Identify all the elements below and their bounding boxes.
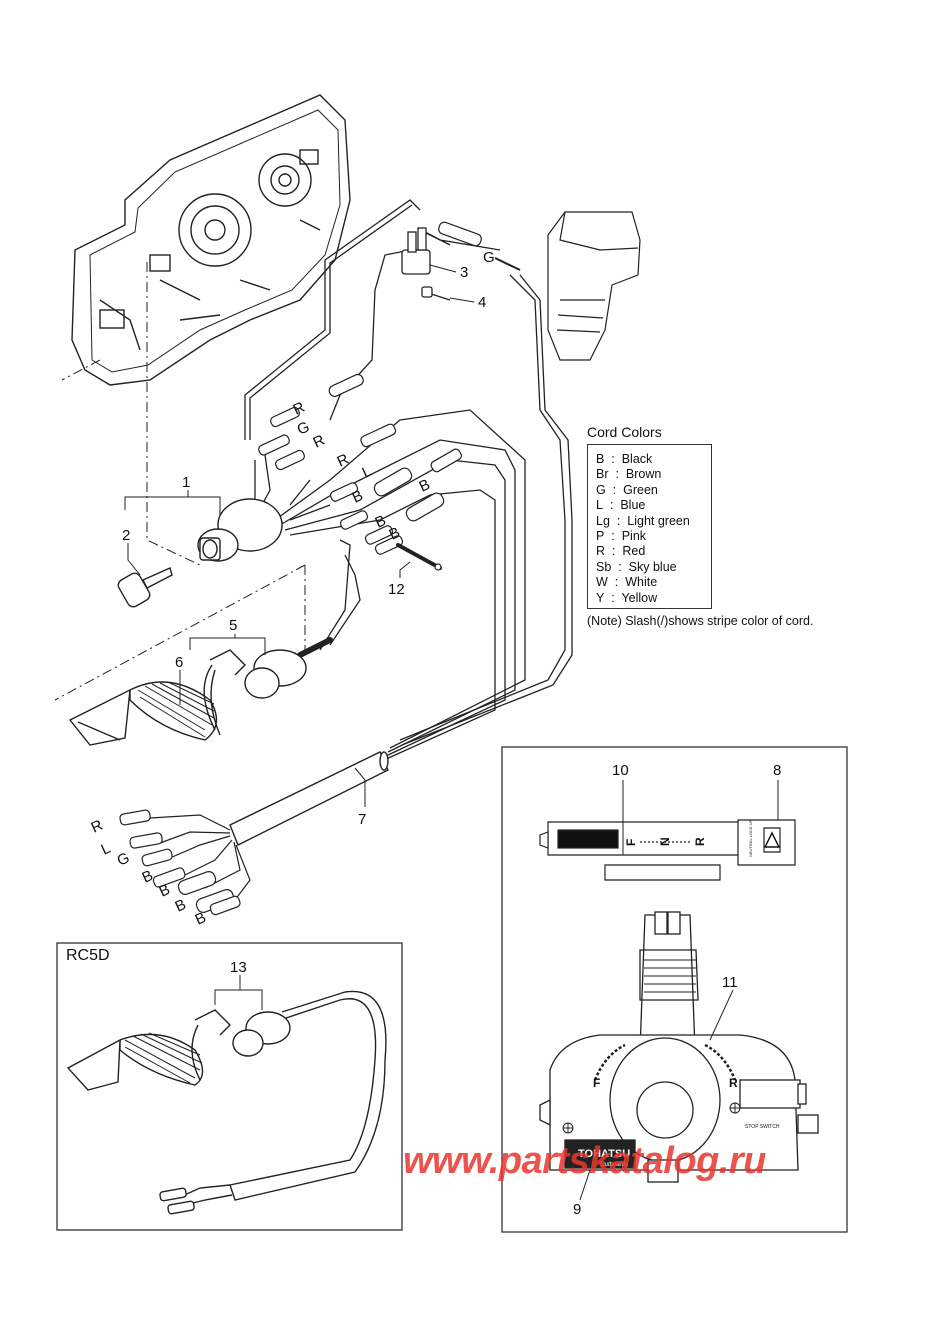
legend-note: (Note) Slash(/)shows stripe color of cor… [587, 614, 814, 628]
legend-color-name: Yellow [621, 590, 658, 605]
stop-switch-text: STOP SWITCH [745, 1124, 780, 1130]
screw-part-4 [421, 286, 451, 301]
callout-1: 1 [182, 474, 190, 491]
wire-label: L [99, 840, 114, 859]
wire-label: G [115, 849, 133, 869]
mark-r: R [693, 837, 707, 846]
legend-color-name: White [625, 575, 658, 590]
lever-arc-marks [593, 1043, 737, 1081]
legend-row: Lg : Light green [596, 513, 690, 528]
wire-color-labels: R G R R L B B B B G R L G B B B B [89, 249, 495, 929]
legend-title: Cord Colors [587, 424, 662, 440]
callout-12: 12 [388, 581, 405, 598]
callout-3: 3 [460, 264, 468, 281]
callout-5: 5 [229, 617, 237, 634]
coil-cord [137, 681, 215, 738]
inset-title: RC5D [66, 947, 110, 964]
wire-label: R [311, 432, 328, 452]
legend-row: Sb : Sky blue [596, 559, 677, 574]
legend-code: Br [596, 467, 609, 482]
tohatsu-brand: TOHATSU Outboards [578, 1148, 630, 1168]
wire-label: B [157, 881, 173, 901]
key-part-2 [117, 567, 173, 608]
callout-numbers: 1 2 3 4 5 6 7 8 9 10 11 12 13 [122, 264, 781, 1218]
legend-color-name: Light green [627, 513, 690, 528]
alignment-lines [54, 262, 306, 701]
callout-13: 13 [230, 959, 247, 976]
callout-4: 4 [478, 294, 486, 311]
legend-code: W [596, 575, 608, 590]
legend-row: L : Blue [596, 498, 646, 513]
legend-row: B : Black [596, 452, 653, 466]
brand-sub: Outboards [600, 1162, 628, 1168]
legend-color-name: Pink [621, 529, 647, 544]
lever-handle-outline [547, 211, 641, 361]
legend-row: W : White [596, 575, 658, 590]
legend-row: R : Red [596, 544, 646, 559]
legend-code: L [596, 498, 603, 513]
lever-plate-marks: F N R F R [593, 837, 738, 1090]
rc5d-lanyard-part-13 [66, 990, 387, 1215]
legend-code: G [596, 482, 606, 497]
cord-part-7 [229, 751, 389, 846]
bullet-connectors-top [258, 221, 521, 555]
legend-row: G : Green [596, 482, 658, 497]
mark-r-body: R [729, 1076, 738, 1090]
wire-label: B [140, 867, 156, 887]
callout-8: 8 [773, 762, 781, 779]
legend-code: P [596, 529, 605, 544]
callout-6: 6 [175, 654, 183, 671]
legend-code: Sb [596, 559, 612, 574]
wire-label: R [335, 451, 352, 471]
wire-harness [239, 199, 573, 761]
callout-2: 2 [122, 527, 130, 544]
wire-label: B [417, 476, 433, 496]
legend-code: B [596, 452, 605, 466]
mark-f-body: F [593, 1076, 600, 1090]
legend-code: Lg [596, 513, 610, 528]
legend-color-name: Brown [625, 467, 662, 482]
callout-10: 10 [612, 762, 629, 779]
callout-7: 7 [358, 811, 366, 828]
mark-f: F [624, 839, 638, 846]
inset-lever-box [501, 746, 848, 1233]
mark-n: N [658, 837, 672, 846]
control-box-housing [71, 94, 351, 386]
legend-row: Y : Yellow [596, 590, 658, 605]
legend-code: R [596, 544, 606, 559]
legend-color-name: Green [623, 482, 658, 497]
wire-label: G [483, 249, 495, 266]
inset-rc5d-box [56, 942, 403, 1231]
wire-label: B [173, 896, 189, 916]
callout-leader-lines [124, 264, 779, 1201]
rc5d-coil-cord [124, 1032, 203, 1084]
stop-switch-part-3 [401, 227, 431, 275]
control-lever-part-11 [539, 911, 819, 1183]
lanyard-stop-switch-5-6 [68, 637, 333, 746]
screw-cross-icons [562, 1102, 741, 1134]
lever-grip-ribs [644, 959, 696, 993]
legend-color-name: Red [622, 544, 646, 559]
legend-color-name: Sky blue [628, 559, 677, 574]
neutral-lock-text: NEUTRAL LOCK UP [748, 819, 753, 857]
pin-part-12 [396, 543, 442, 571]
wire-label: R [89, 817, 106, 837]
brand-name: TOHATSU [578, 1148, 630, 1160]
wire-label: B [350, 487, 366, 507]
neutral-lock-triangle-icon [763, 831, 781, 848]
legend-code: Y [596, 590, 605, 605]
watermark: www.partskatalog.ru [403, 1140, 766, 1182]
legend-color-name: Blue [620, 498, 646, 513]
callout-9: 9 [573, 1201, 581, 1218]
callout-11: 11 [722, 974, 738, 991]
neutral-lock-plate [539, 819, 796, 881]
main-switch-part-1 [197, 498, 283, 562]
cord-end-connectors [119, 809, 241, 916]
legend-row: Br : Brown [596, 467, 662, 482]
legend-color-name: Black [621, 452, 653, 466]
legend-row: P : Pink [596, 529, 647, 544]
